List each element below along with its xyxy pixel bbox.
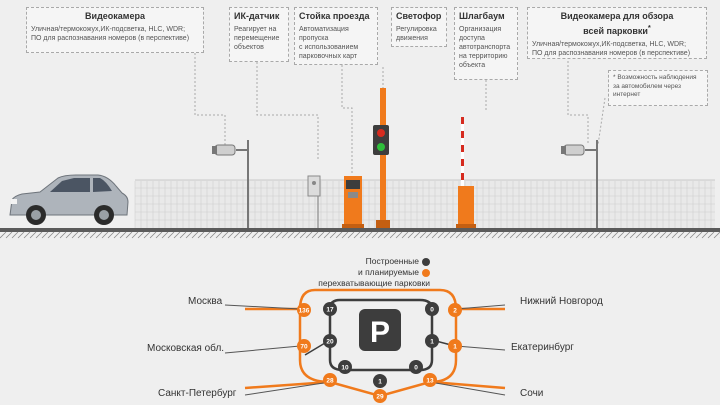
legend-planned-label: и планируемые (357, 267, 419, 277)
remote-view-note-mark: * (613, 74, 616, 81)
spb-planned-dot (323, 373, 337, 387)
barrier-title: Шлагбаум (459, 11, 505, 21)
total-built-value: 1 (378, 379, 382, 386)
traffic-light-icon (373, 88, 390, 228)
legend-planned-dot (422, 268, 430, 277)
moscow-region-built-dot (323, 334, 337, 348)
city-label-nizhny-novgorod: Нижний Новгород (520, 296, 603, 307)
nn-planned-value: 2 (453, 308, 457, 315)
fence (134, 179, 715, 228)
entry-post-icon (342, 176, 364, 228)
car-icon (9, 174, 129, 225)
traffic-light-title: Светофор (396, 11, 442, 21)
legend-built-row: Построенные (300, 256, 430, 267)
city-label-sochi: Сочи (520, 388, 544, 399)
legend-built-dot (422, 257, 430, 266)
city-label-yekaterinburg: Екатеринбург (511, 342, 574, 353)
sochi-planned-dot (423, 373, 437, 387)
entry-post-title: Стойка проезда (299, 11, 370, 21)
spb-planned-value: 28 (326, 378, 334, 385)
moscow-built-dot (323, 302, 337, 316)
spb-built-dot (338, 360, 352, 374)
moscow-region-planned-value: 70 (300, 344, 308, 351)
total-planned-value: 29 (376, 394, 384, 401)
camera-right-text: Уличная/термокожух,ИК-подсветка, HLC, WD… (532, 41, 691, 57)
moscow-planned-dot (297, 303, 311, 317)
moscow-built-value: 17 (326, 307, 334, 314)
ekb-planned-value: 1 (453, 344, 457, 351)
camera-right-callout: Видеокамера для обзора всей парковки* Ул… (527, 7, 707, 59)
remote-view-note-text: Возможность наблюдения за автомобилем че… (613, 74, 697, 98)
remote-view-note: * Возможность наблюдения за автомобилем … (608, 70, 708, 106)
entry-post-text: Автоматизация пропуска с использованием … (299, 26, 359, 60)
camera-right-icon (561, 140, 598, 228)
sochi-planned-value: 13 (426, 378, 434, 385)
ground (0, 228, 720, 239)
nn-built-dot (425, 302, 439, 316)
camera-left-text: Уличная/термокожух,ИК-подсветка, HLC, WD… (31, 26, 190, 42)
ir-sensor-icon (307, 175, 321, 228)
moscow-region-built-value: 20 (326, 339, 334, 346)
camera-left-title: Видеокамера (85, 11, 145, 21)
legend: Построенные и планируемые перехватывающи… (300, 256, 430, 289)
moscow-planned-value: 136 (299, 308, 310, 315)
sochi-built-dot (409, 360, 423, 374)
ekb-planned-dot (448, 339, 462, 353)
camera-right-title-mark: * (647, 23, 651, 32)
ekb-built-dot (425, 334, 439, 348)
camera-left-icon (212, 140, 249, 228)
leader-lines (194, 53, 606, 175)
barrier-text: Организация доступа автотранспорта на те… (459, 26, 511, 69)
city-label-moscow: Москва (188, 296, 223, 307)
city-label-saint-petersburg: Санкт-Петербург (158, 388, 237, 399)
total-built-dot (373, 374, 387, 388)
traffic-light-callout: Светофор Регулировка движения (391, 7, 447, 47)
camera-right-title-wrap: Видеокамера для обзора всей парковки* (532, 11, 702, 37)
city-label-moscow-region: Московская обл. (147, 343, 225, 354)
entry-post-callout: Стойка проезда Автоматизация пропуска с … (294, 7, 378, 65)
legend-built-label: Построенные (365, 256, 419, 266)
legend-planned-row: и планируемые (300, 267, 430, 278)
barrier-icon (456, 117, 476, 228)
ir-sensor-text: Реагирует на перемещение объектов (234, 26, 280, 51)
ir-sensor-title: ИК-датчик (234, 11, 280, 21)
spb-built-value: 10 (341, 365, 349, 372)
traffic-light-text: Регулировка движения (396, 26, 437, 42)
sochi-built-value: 0 (414, 365, 418, 372)
camera-left-callout: Видеокамера Уличная/термокожух,ИК-подсве… (26, 7, 204, 53)
legend-caption: перехватывающие парковки (318, 278, 430, 288)
barrier-callout: Шлагбаум Организация доступа автотранспо… (454, 7, 518, 80)
ekb-built-value: 1 (430, 339, 434, 346)
nn-built-value: 0 (430, 307, 434, 314)
nn-planned-dot (448, 303, 462, 317)
camera-right-title: Видеокамера для обзора всей парковки (560, 11, 674, 36)
moscow-region-planned-dot (297, 339, 311, 353)
parking-sign-label: P (370, 316, 390, 349)
total-planned-dot (373, 389, 387, 403)
ir-sensor-callout: ИК-датчик Реагирует на перемещение объек… (229, 7, 289, 62)
